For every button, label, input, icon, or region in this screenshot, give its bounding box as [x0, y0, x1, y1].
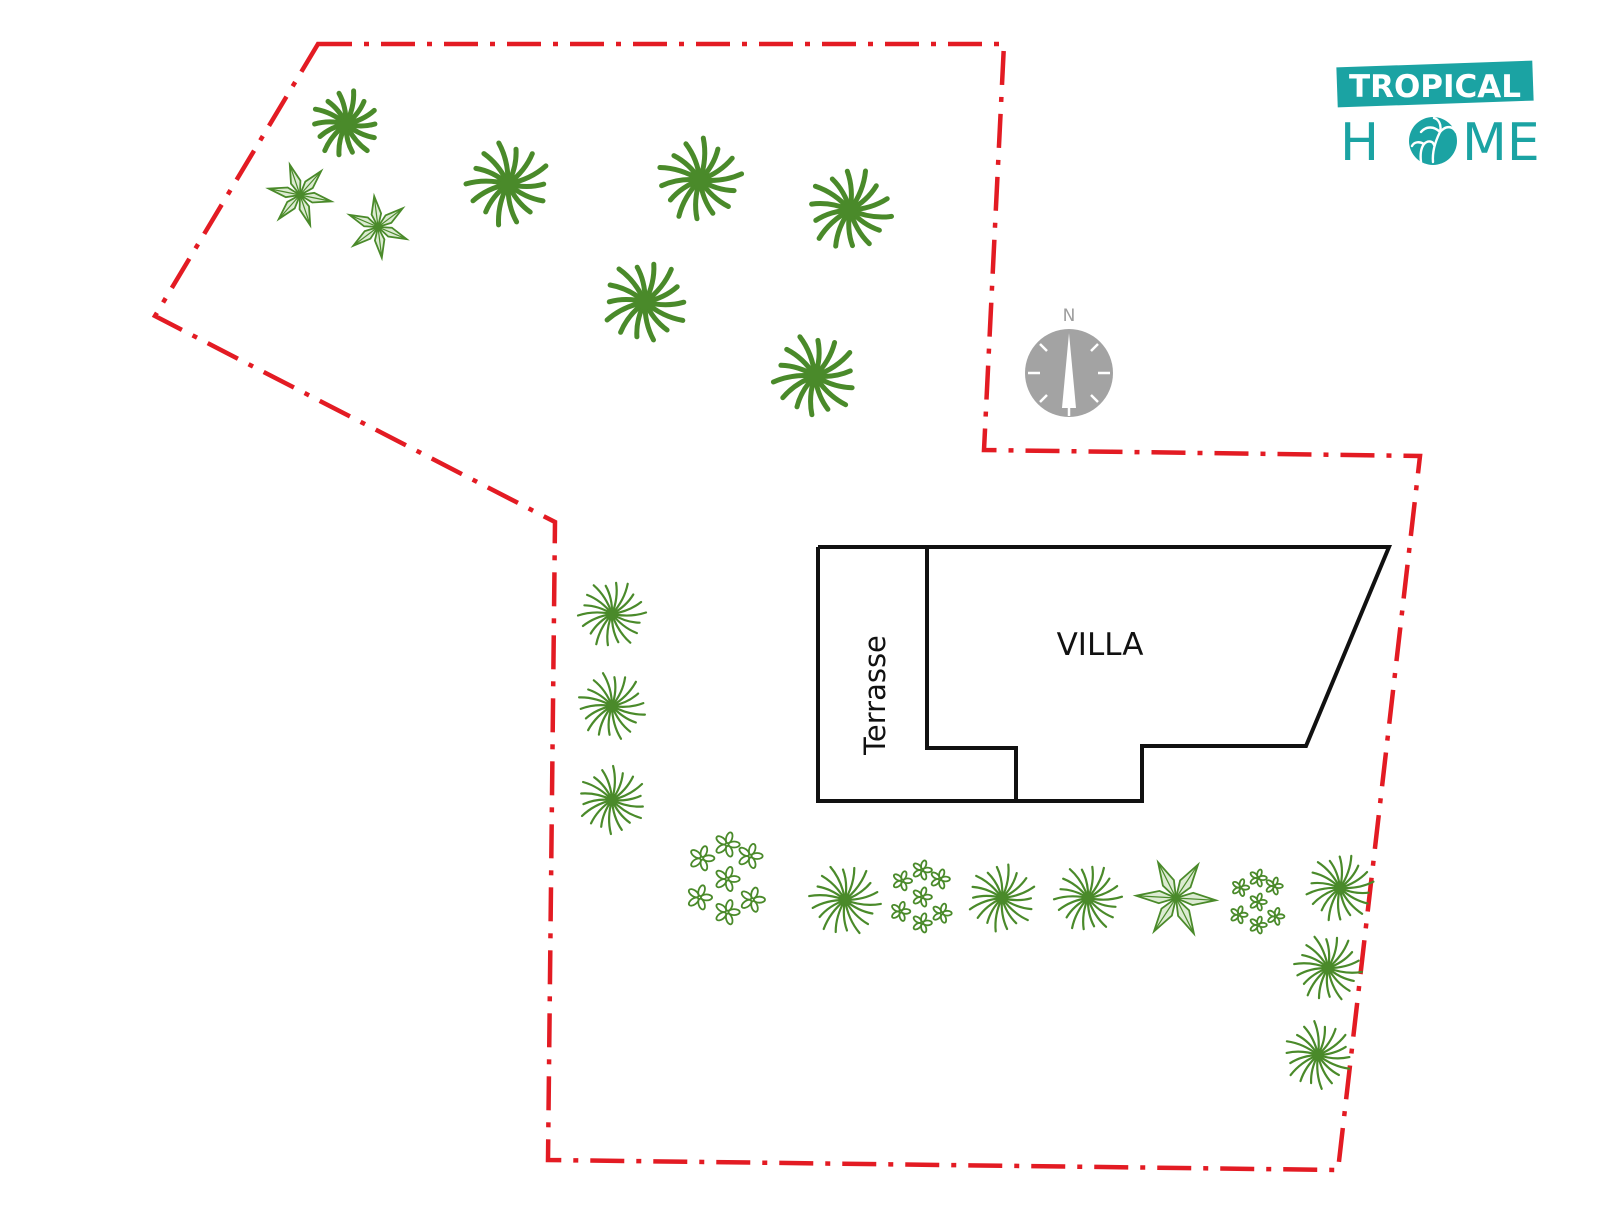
plant-icon [604, 261, 687, 343]
villa-label: VILLA [1057, 627, 1144, 663]
logo-line2-right: ME [1462, 113, 1540, 173]
logo-line2-left: H [1340, 113, 1379, 173]
plant-icon [576, 581, 648, 647]
plant-icon [1305, 854, 1375, 922]
plant-icon [968, 863, 1036, 933]
plants [265, 88, 1375, 1090]
plant-icon [580, 764, 644, 836]
palm-tree-icon [1410, 116, 1458, 164]
compass: N [1025, 306, 1113, 417]
building-outline [816, 545, 1393, 803]
plant-icon [312, 88, 378, 158]
terrace-label: Terrasse [858, 635, 892, 756]
compass-north-label: N [1063, 306, 1076, 326]
plant-icon [1293, 935, 1363, 1001]
logo-banner [1336, 60, 1534, 108]
plant-icon [770, 334, 855, 418]
compass-ticks [1028, 343, 1110, 416]
plant-icon [1230, 868, 1286, 935]
logo-line1: TROPICAL [1349, 69, 1521, 105]
plant-icon [1132, 859, 1220, 937]
plant-icon [687, 831, 766, 926]
plant-icon [808, 865, 882, 935]
plant-icon [1285, 1020, 1351, 1090]
property-boundary [151, 41, 1423, 1173]
plant-icon [463, 140, 549, 228]
tropical-home-logo: TROPICAL H ME [1336, 60, 1540, 173]
plant-icon [346, 192, 410, 262]
plant-icon [657, 135, 745, 222]
compass-needle-icon [1062, 333, 1076, 408]
plant-icon [578, 672, 646, 740]
plant-icon [265, 161, 335, 229]
terrace-divider [925, 547, 1018, 801]
building [816, 545, 1393, 803]
plant-icon [809, 168, 894, 249]
plant-icon [891, 859, 953, 934]
plant-icon [1052, 865, 1124, 931]
